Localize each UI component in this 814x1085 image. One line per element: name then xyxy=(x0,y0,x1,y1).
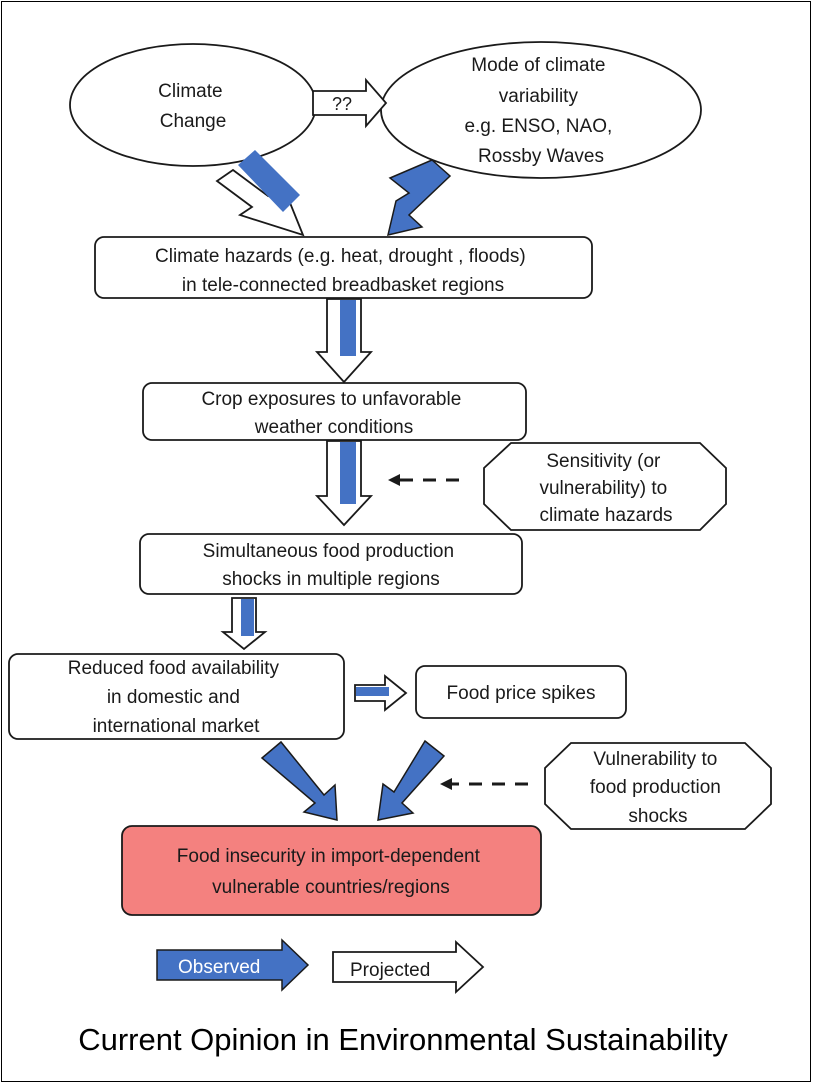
climate-change-line-2: Change xyxy=(160,111,227,132)
vulnerability-line-1: Vulnerability to xyxy=(593,749,717,770)
link-label: ?? xyxy=(332,94,352,114)
variability-line-4: Rossby Waves xyxy=(478,146,604,167)
node-food-insecurity: Food insecurity in import-dependent vuln… xyxy=(121,825,542,916)
vulnerability-line-3: shocks xyxy=(628,806,687,827)
sensitivity-line-3: climate hazards xyxy=(539,505,672,526)
journal-footer: Current Opinion in Environmental Sustain… xyxy=(78,1022,728,1057)
arrow-availability-to-price xyxy=(354,674,408,712)
node-climate-change: Climate Change xyxy=(69,43,317,167)
svg-text:Reduced food availability: Reduced food availability in domestic an… xyxy=(68,658,285,737)
shocks-line-2: shocks in multiple regions xyxy=(222,569,440,590)
node-vulnerability-shocks: Vulnerability to food production shocks xyxy=(544,742,772,830)
node-sensitivity: Sensitivity (or vulnerability) to climat… xyxy=(483,442,727,531)
node-climate-hazards: Climate hazards (e.g. heat, drought , fl… xyxy=(94,236,593,299)
svg-text:Climate Change: Climate Change xyxy=(158,81,228,132)
climate-change-line-1: Climate xyxy=(158,81,222,102)
svg-text:Mode of climate variabil: Mode of climate variability e.g. ENSO, N… xyxy=(464,55,617,167)
insecurity-line-1: Food insecurity in import-dependent xyxy=(177,846,481,867)
svg-text:Food price spikes: Food price spikes xyxy=(447,683,596,704)
arrow-hazards-to-crop xyxy=(314,298,374,384)
arrow-variability-to-hazards xyxy=(386,159,452,237)
legend-observed: Observed xyxy=(156,938,310,992)
price-spikes-label: Food price spikes xyxy=(447,683,596,704)
shocks-line-1: Simultaneous food production xyxy=(203,541,454,562)
arrow-vulnerability-modifier xyxy=(440,778,528,790)
availability-line-2: in domestic and xyxy=(107,687,240,708)
insecurity-line-2: vulnerable countries/regions xyxy=(212,877,450,898)
hazards-line-2: in tele-connected breadbasket regions xyxy=(182,275,504,296)
node-price-spikes: Food price spikes xyxy=(415,665,627,719)
node-crop-exposures: Crop exposures to unfavorable weather co… xyxy=(142,382,527,441)
arrow-climate-change-to-hazards xyxy=(215,150,305,237)
vulnerability-line-2: food production xyxy=(590,777,721,798)
variability-line-3: e.g. ENSO, NAO, xyxy=(464,116,612,137)
sensitivity-line-1: Sensitivity (or xyxy=(546,451,661,472)
sensitivity-line-2: vulnerability) to xyxy=(539,478,667,499)
availability-line-3: international market xyxy=(93,716,261,737)
hazards-line-1: Climate hazards (e.g. heat, drought , fl… xyxy=(155,246,526,267)
svg-text:Climate hazards (e.g. heat, dr: Climate hazards (e.g. heat, drought , fl… xyxy=(155,246,531,296)
arrow-price-to-insecurity xyxy=(377,739,446,821)
variability-line-2: variability xyxy=(499,86,579,107)
node-reduced-availability: Reduced food availability in domestic an… xyxy=(8,653,345,740)
legend-projected: Projected xyxy=(332,939,485,995)
svg-text:Crop exposures to unfavorable: Crop exposures to unfavorable weather co… xyxy=(201,389,466,438)
arrow-sensitivity-modifier xyxy=(388,474,459,486)
svg-text:Sensitivity (or vulnerab: Sensitivity (or vulnerability) to climat… xyxy=(539,451,672,526)
legend-observed-label: Observed xyxy=(178,957,260,978)
availability-line-1: Reduced food availability xyxy=(68,658,280,679)
node-mode-of-variability: Mode of climate variability e.g. ENSO, N… xyxy=(380,41,702,179)
svg-text:Simultaneous food production: Simultaneous food production shocks in m… xyxy=(203,541,460,590)
arrow-shocks-to-availability xyxy=(220,597,268,651)
svg-text:Vulnerability to food pr: Vulnerability to food production shocks xyxy=(590,749,726,827)
arrow-crop-to-shocks xyxy=(314,440,374,527)
svg-text:Food insecurity in import-depe: Food insecurity in import-dependent vuln… xyxy=(177,846,485,898)
arrow-availability-to-insecurity xyxy=(260,740,338,821)
link-arrow-unknown: ?? xyxy=(312,77,388,129)
node-production-shocks: Simultaneous food production shocks in m… xyxy=(139,533,523,595)
crop-line-2: weather conditions xyxy=(254,417,413,438)
variability-line-1: Mode of climate xyxy=(471,55,605,76)
crop-line-1: Crop exposures to unfavorable xyxy=(201,389,461,410)
legend-projected-label: Projected xyxy=(350,960,430,981)
